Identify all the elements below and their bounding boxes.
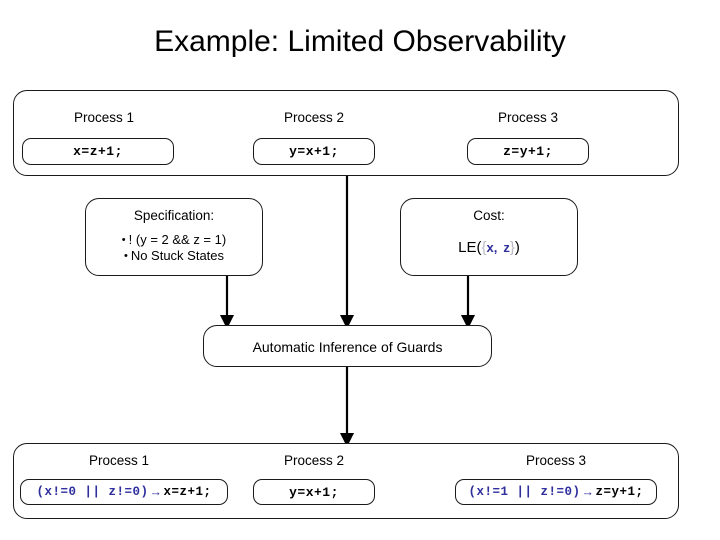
top-process-1-code-text: x=z+1; — [73, 144, 123, 159]
top-process-3-code-text: z=y+1; — [503, 144, 553, 159]
guard-arrow-icon: → — [149, 485, 163, 499]
specification-bullet-1: •! (y = 2 && z = 1) — [86, 232, 262, 248]
top-process-3-code[interactable]: z=y+1; — [467, 138, 589, 165]
cost-expression: LE({x, z}) — [401, 239, 577, 257]
bottom-process-3-label: Process 3 — [525, 453, 587, 468]
top-process-3-label: Process 3 — [497, 110, 559, 125]
bottom-process-3-statement: z=y+1; — [595, 485, 644, 499]
top-process-1-label: Process 1 — [73, 110, 135, 125]
top-process-2-code-text: y=x+1; — [289, 144, 339, 159]
bullet-icon: • — [123, 250, 128, 262]
bottom-process-2-label: Process 2 — [283, 453, 345, 468]
cost-expr-suffix: ) — [514, 239, 520, 256]
specification-box: Specification: •! (y = 2 && z = 1) •No S… — [85, 198, 263, 276]
guard-arrow-icon: → — [581, 485, 595, 499]
cost-box: Cost: LE({x, z}) — [400, 198, 578, 276]
bottom-process-1-label: Process 1 — [88, 453, 150, 468]
top-process-2-label: Process 2 — [283, 110, 345, 125]
top-process-2-code[interactable]: y=x+1; — [253, 138, 375, 165]
page-title: Example: Limited Observability — [154, 25, 566, 58]
cost-close-brace: } — [509, 239, 515, 256]
bottom-process-1-statement: x=z+1; — [163, 485, 212, 499]
bullet-icon: • — [121, 234, 126, 246]
bottom-process-3-guard: (x!=1 || z!=0) — [468, 485, 581, 499]
automatic-inference-box[interactable]: Automatic Inference of Guards — [203, 325, 492, 367]
cost-expr-prefix: LE( — [458, 239, 482, 256]
cost-open-brace: { — [481, 239, 487, 256]
cost-var-1: x, — [486, 240, 498, 255]
bottom-process-1-guard: (x!=0 || z!=0) — [36, 485, 149, 499]
specification-title: Specification: — [133, 208, 215, 223]
specification-bullet-2: •No Stuck States — [86, 248, 262, 264]
specification-bullet-2-text: No Stuck States — [130, 248, 225, 263]
bottom-process-2-code[interactable]: y=x+1; — [253, 479, 375, 505]
top-process-1-code[interactable]: x=z+1; — [22, 138, 174, 165]
cost-title: Cost: — [473, 208, 505, 223]
specification-bullets: •! (y = 2 && z = 1) •No Stuck States — [86, 232, 262, 264]
bottom-process-1-code[interactable]: (x!=0 || z!=0)→x=z+1; — [20, 479, 228, 505]
bottom-process-2-code-text: y=x+1; — [289, 484, 339, 500]
bottom-process-3-code[interactable]: (x!=1 || z!=0)→z=y+1; — [455, 479, 657, 505]
automatic-inference-label: Automatic Inference of Guards — [252, 339, 443, 355]
cost-var-2: z — [503, 240, 510, 255]
specification-bullet-1-text: ! (y = 2 && z = 1) — [128, 232, 227, 247]
